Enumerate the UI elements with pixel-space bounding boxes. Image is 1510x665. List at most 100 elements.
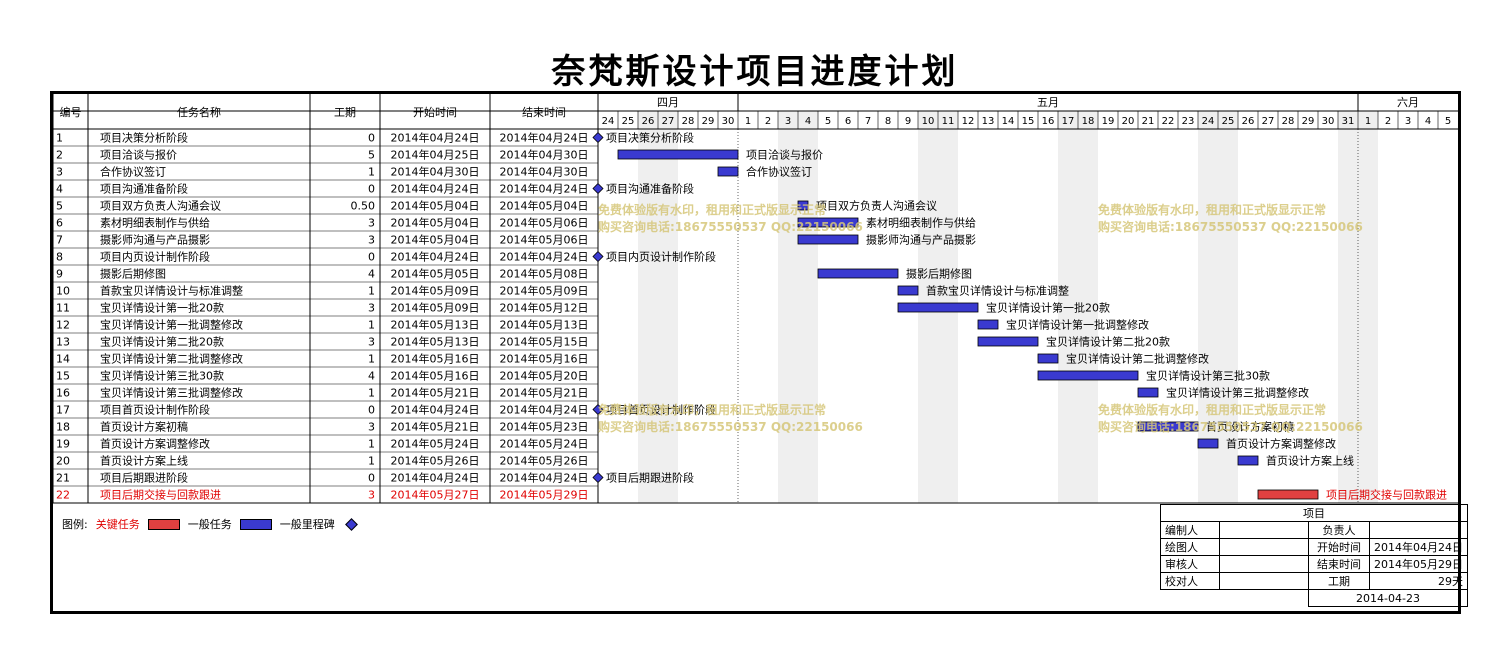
task-start: 2014年05月21日 xyxy=(391,420,480,434)
legend-title: 图例: xyxy=(62,518,88,531)
task-duration: 0 xyxy=(368,132,375,145)
task-name: 宝贝详情设计第三批30款 xyxy=(100,369,224,383)
info-project-label: 项目 xyxy=(1159,504,1469,522)
info-drawer-label: 绘图人 xyxy=(1160,538,1220,556)
day-label: 31 xyxy=(1342,116,1355,127)
task-end: 2014年05月08日 xyxy=(500,267,589,281)
day-label: 21 xyxy=(1142,116,1155,127)
month-label: 五月 xyxy=(1037,96,1059,109)
legend-milestone-label: 一般里程碑 xyxy=(279,518,335,531)
info-checker-label: 校对人 xyxy=(1160,572,1220,590)
task-bar xyxy=(617,149,739,160)
task-duration: 4 xyxy=(368,370,375,383)
task-duration: 0 xyxy=(368,472,375,485)
task-duration: 0 xyxy=(368,183,375,196)
day-label: 5 xyxy=(1445,116,1451,127)
info-duration-label: 工期 xyxy=(1308,572,1370,590)
day-label: 24 xyxy=(1202,116,1215,127)
task-end: 2014年04月30日 xyxy=(500,148,589,162)
task-start: 2014年05月09日 xyxy=(391,284,480,298)
bar-label: 摄影后期修图 xyxy=(906,267,972,281)
task-name: 首款宝贝详情设计与标准调整 xyxy=(100,284,243,298)
task-duration: 0.50 xyxy=(351,200,376,213)
task-duration: 1 xyxy=(368,285,375,298)
weekend-shade xyxy=(1058,111,1078,503)
weekend-shade xyxy=(1078,111,1098,503)
column-header: 结束时间 xyxy=(522,106,566,119)
task-id: 8 xyxy=(56,251,63,264)
task-end: 2014年05月12日 xyxy=(500,301,589,315)
day-label: 27 xyxy=(1262,116,1275,127)
day-label: 25 xyxy=(1222,116,1235,127)
task-name: 宝贝详情设计第三批调整修改 xyxy=(100,386,243,400)
watermark-line1: 免费体验版有水印，租用和正式版显示正常 xyxy=(1098,202,1326,217)
task-end: 2014年05月09日 xyxy=(500,284,589,298)
task-start: 2014年05月26日 xyxy=(391,454,480,468)
task-start: 2014年04月25日 xyxy=(391,148,480,162)
task-end: 2014年04月24日 xyxy=(500,250,589,264)
task-duration: 3 xyxy=(368,336,375,349)
task-id: 21 xyxy=(56,472,70,485)
day-label: 22 xyxy=(1162,116,1175,127)
column-header: 任务名称 xyxy=(177,105,221,119)
bar-label: 宝贝详情设计第三批调整修改 xyxy=(1166,386,1309,400)
task-bar xyxy=(977,336,1039,347)
task-duration: 1 xyxy=(368,455,375,468)
gantt-frame xyxy=(50,91,1461,614)
task-id: 18 xyxy=(56,421,70,434)
legend-milestone-icon xyxy=(344,517,358,531)
watermark-line1: 免费体验版有水印，租用和正式版显示正常 xyxy=(598,402,826,417)
weekend-shade xyxy=(1218,111,1238,503)
task-name: 宝贝详情设计第一批调整修改 xyxy=(100,318,243,332)
task-end: 2014年05月16日 xyxy=(500,352,589,366)
day-label: 30 xyxy=(1322,116,1335,127)
task-end: 2014年05月06日 xyxy=(500,233,589,247)
task-end: 2014年05月06日 xyxy=(500,216,589,230)
task-start: 2014年05月21日 xyxy=(391,386,480,400)
task-end: 2014年04月30日 xyxy=(500,165,589,179)
info-blank xyxy=(1160,589,1309,607)
task-start: 2014年04月24日 xyxy=(391,182,480,196)
day-label: 26 xyxy=(1242,116,1255,127)
task-start: 2014年04月24日 xyxy=(391,250,480,264)
column-header: 开始时间 xyxy=(413,105,457,119)
task-bar xyxy=(717,166,739,177)
day-label: 29 xyxy=(1302,116,1315,127)
critical-bar xyxy=(1257,489,1319,500)
task-id: 2 xyxy=(56,149,63,162)
project-info-table: 项目 编制人 负责人 绘图人 开始时间 2014年04月24日 审核人 结束时间… xyxy=(1159,504,1469,607)
task-id: 15 xyxy=(56,370,70,383)
task-duration: 4 xyxy=(368,268,375,281)
milestone-marker xyxy=(592,471,604,484)
bar-label: 首页设计方案初稿 xyxy=(1206,420,1294,434)
task-start: 2014年05月04日 xyxy=(391,199,480,213)
task-end: 2014年05月21日 xyxy=(500,386,589,400)
month-label: 六月 xyxy=(1397,96,1419,109)
day-label: 16 xyxy=(1042,116,1055,127)
task-end: 2014年04月24日 xyxy=(500,131,589,145)
bar-label: 项目后期交接与回款跟进 xyxy=(1326,488,1447,502)
task-name: 项目双方负责人沟通会议 xyxy=(100,199,221,213)
day-label: 15 xyxy=(1022,116,1035,127)
task-name: 素材明细表制作与供给 xyxy=(100,216,210,230)
task-name: 摄影师沟通与产品摄影 xyxy=(100,233,210,247)
task-end: 2014年05月29日 xyxy=(500,488,589,502)
task-bar xyxy=(977,319,999,330)
task-id: 13 xyxy=(56,336,70,349)
bar-label: 首款宝贝详情设计与标准调整 xyxy=(926,284,1069,298)
day-label: 3 xyxy=(785,116,791,127)
task-bar xyxy=(1037,353,1059,364)
day-label: 8 xyxy=(885,116,891,127)
info-start-label: 开始时间 xyxy=(1308,538,1370,556)
task-id: 11 xyxy=(56,302,70,315)
task-duration: 3 xyxy=(368,234,375,247)
task-duration: 1 xyxy=(368,387,375,400)
bar-label: 首页设计方案调整修改 xyxy=(1226,437,1336,451)
day-label: 19 xyxy=(1102,116,1115,127)
task-duration: 1 xyxy=(368,319,375,332)
bar-label: 项目双方负责人沟通会议 xyxy=(816,199,937,213)
task-duration: 1 xyxy=(368,166,375,179)
watermark-line2: 购买咨询电话:18675550537 QQ:22150066 xyxy=(1098,419,1363,434)
bar-label: 合作协议签订 xyxy=(746,165,812,179)
